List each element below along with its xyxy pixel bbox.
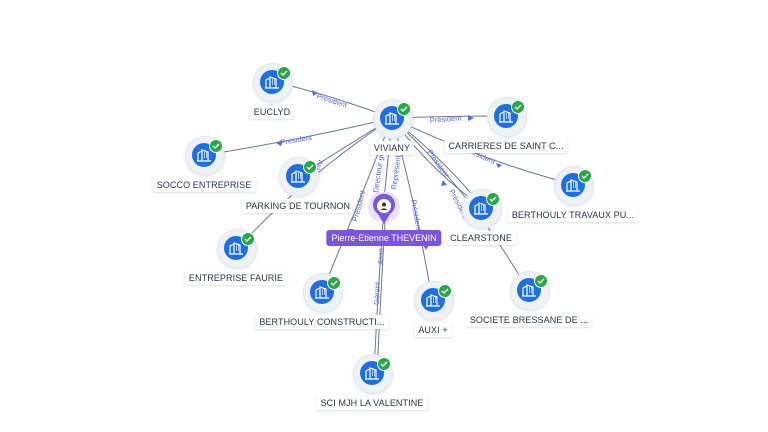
edge-label-viviany-person-b: Représenta [389, 150, 403, 190]
check-icon [397, 102, 411, 116]
company-label: BERTHOULY CONSTRUCTI... [255, 315, 389, 329]
company-label: VIVIANY [369, 141, 415, 155]
company-label: ENTREPRISE FAURIE [184, 271, 288, 285]
company-label: EUCLYD [249, 105, 295, 119]
company-label: PARKING DE TOURNON [241, 199, 355, 213]
company-label: CLEARSTONE [446, 231, 516, 245]
arrow-euclyd [312, 90, 318, 96]
person-name-label: Pierre-Etienne THEVENIN [326, 230, 442, 246]
check-icon [438, 284, 452, 298]
edge-label-viviany-euclyd: Président [315, 91, 349, 110]
check-icon [534, 274, 548, 288]
company-label: AUXI + [414, 323, 452, 337]
building-icon [224, 236, 248, 260]
arrow-carrieres [468, 115, 474, 121]
company-label: SOCCO ENTREPRISE [152, 178, 256, 192]
edge-label-viviany-carrieres: Président [429, 113, 462, 125]
check-icon [241, 232, 255, 246]
person-pin-icon [368, 192, 400, 224]
edge-label-viviany-socco: Président [280, 132, 314, 147]
edge-viviany-berthouly-c [321, 117, 393, 293]
check-icon [277, 66, 291, 80]
check-icon [511, 100, 525, 114]
edge-label-person-valentine-a: Gérant [372, 281, 382, 305]
edge-viviany-socco [204, 117, 393, 156]
edge-label-viviany-auxi: Président [409, 199, 424, 233]
arrow-auxi [423, 245, 429, 250]
arrow-socco [276, 140, 282, 146]
check-icon [327, 276, 341, 290]
check-icon [209, 139, 223, 153]
check-icon [578, 169, 592, 183]
arrow-berthouly-tp [496, 163, 502, 168]
check-icon [486, 192, 500, 206]
company-label: BERTHOULY TRAVAUX PU... [507, 208, 639, 222]
check-icon [303, 160, 317, 174]
company-label: SCI MJH LA VALENTINE [316, 396, 428, 410]
arrow-clearstone [441, 180, 447, 186]
edge-viviany-berthouly-tp [391, 117, 576, 186]
check-icon [377, 357, 391, 371]
company-label: SOCIETE BRESSANE DE ... [465, 313, 593, 327]
company-label: CARRIERES DE SAINT C... [444, 139, 568, 153]
edge-label-person-valentine-b: Asso [376, 248, 386, 265]
building-icon [421, 288, 445, 312]
